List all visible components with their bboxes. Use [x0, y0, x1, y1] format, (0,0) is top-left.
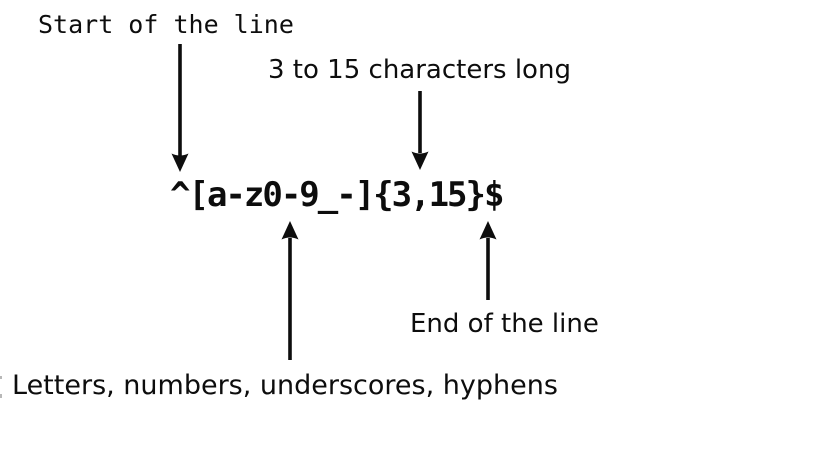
end-arrow-up-icon [479, 221, 497, 300]
edge-artifact-mark [0, 376, 2, 379]
charset-arrow-up-icon [281, 221, 299, 360]
regex-pattern: ^[a-z0-9_-]{3,15}$ [170, 175, 504, 215]
start-arrow-down-icon [171, 44, 189, 172]
length-arrow-down-icon [411, 91, 429, 170]
length-label: 3 to 15 characters long [268, 55, 571, 85]
end-of-line-label: End of the line [410, 309, 599, 339]
edge-artifact-mark [0, 394, 2, 398]
start-of-line-label: Start of the line [38, 10, 294, 39]
character-set-label: Letters, numbers, underscores, hyphens [12, 370, 558, 401]
